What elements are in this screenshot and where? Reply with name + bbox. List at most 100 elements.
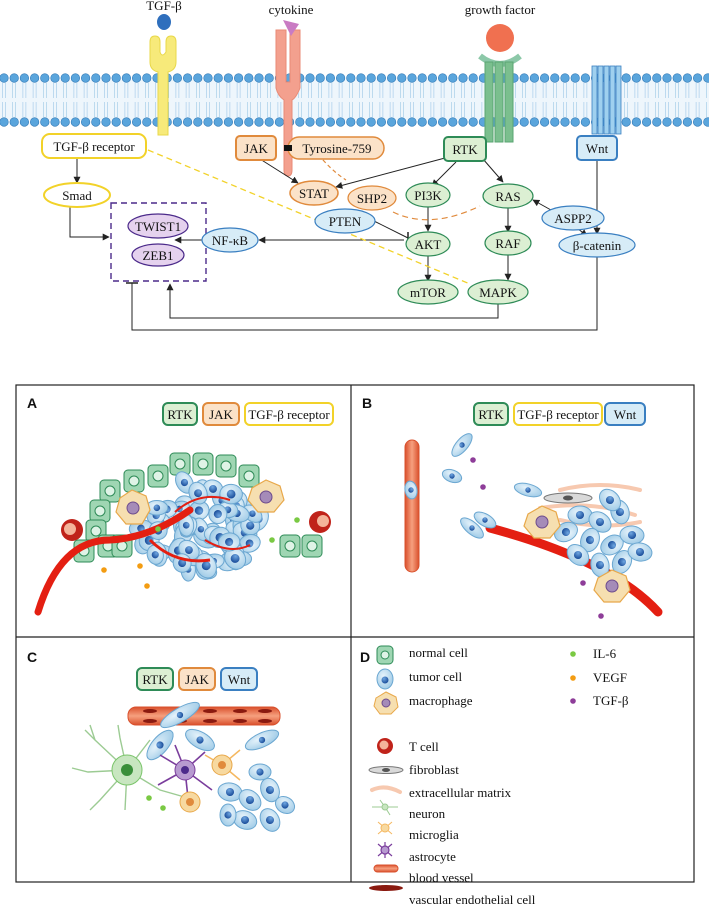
tumor-cell bbox=[460, 517, 484, 539]
legend-macrophage-icon bbox=[373, 691, 399, 715]
legend-factor-label: VEGF bbox=[593, 670, 627, 685]
tumor-cell bbox=[185, 728, 215, 752]
smad-label: Smad bbox=[62, 188, 92, 203]
normal-cell bbox=[215, 454, 237, 478]
tumor-cell bbox=[598, 488, 622, 512]
svg-text:TGF-β receptor: TGF-β receptor bbox=[248, 407, 330, 422]
normal-cell bbox=[301, 534, 323, 558]
tumor-cell bbox=[274, 795, 296, 815]
legend-tgfb-dot bbox=[570, 698, 576, 704]
migrating-tumor-cells-b bbox=[404, 433, 543, 539]
node-stat: STAT bbox=[289, 180, 339, 206]
blood-vessel-a bbox=[34, 506, 194, 616]
blood-vessel-branch-a3 bbox=[204, 539, 251, 550]
tumor-cell bbox=[451, 433, 473, 457]
tumor-cell bbox=[219, 803, 237, 827]
tumor-cell bbox=[611, 550, 633, 574]
tumor-cell bbox=[260, 777, 280, 803]
panel-b-tag-wnt: Wnt bbox=[604, 402, 646, 426]
tgfb-ligand-icon bbox=[157, 14, 171, 30]
pi3k-label: PI3K bbox=[414, 188, 442, 203]
tumor-cell bbox=[473, 511, 497, 529]
panel-b: B RTK TGF-β receptor Wnt bbox=[362, 395, 663, 619]
legend-normal-cell-icon bbox=[376, 645, 394, 665]
aspp2-label: ASPP2 bbox=[554, 211, 592, 226]
pten-label: PTEN bbox=[329, 214, 362, 229]
tumor-cell bbox=[224, 547, 247, 570]
tgfb-receptor-shape bbox=[149, 14, 177, 136]
tumor-cell bbox=[619, 525, 645, 545]
node-mtor: mTOR bbox=[397, 279, 459, 305]
tumor-cell bbox=[146, 729, 174, 761]
svg-text:RTK: RTK bbox=[478, 407, 504, 422]
tumor-cell bbox=[178, 513, 195, 537]
svg-text:JAK: JAK bbox=[209, 407, 233, 422]
tumor-cell bbox=[590, 552, 610, 578]
blood-vessel-b bbox=[404, 439, 420, 573]
akt-label: AKT bbox=[415, 237, 442, 252]
growth-factor-ligand-icon bbox=[486, 24, 514, 52]
node-wnt: Wnt bbox=[576, 135, 618, 161]
node-raf: RAF bbox=[484, 230, 532, 256]
tyrosine-label: Tyrosine-759 bbox=[302, 141, 371, 156]
legend-blood-vessel-icon bbox=[373, 864, 399, 873]
panel-a-tag-rtk: RTK bbox=[162, 402, 198, 426]
tumor-mass-a bbox=[128, 471, 269, 582]
bcatenin-label: β-catenin bbox=[573, 238, 622, 253]
wnt-label: Wnt bbox=[586, 141, 609, 156]
nfkb-label: NF-κB bbox=[212, 233, 248, 248]
panel-d-letter: D bbox=[360, 649, 370, 665]
zeb1-label: ZEB1 bbox=[142, 248, 173, 263]
tcell-a2 bbox=[309, 511, 331, 533]
node-aspp2: ASPP2 bbox=[541, 205, 605, 231]
normal-cell bbox=[89, 499, 111, 523]
factor-dots-c bbox=[146, 795, 166, 811]
legend-vegf-dot bbox=[570, 675, 576, 681]
wnt-receptor-shape bbox=[591, 65, 622, 135]
blood-vessel-branch-a bbox=[148, 538, 211, 563]
svg-text:Wnt: Wnt bbox=[614, 407, 637, 422]
legend-endothelial-icon bbox=[369, 885, 403, 891]
tumor-cell bbox=[248, 763, 272, 781]
factor-dots-a bbox=[101, 517, 300, 589]
fibroblast-b bbox=[543, 492, 593, 504]
dashed-links bbox=[147, 148, 481, 285]
tumor-cell bbox=[244, 729, 280, 751]
node-zeb1: ZEB1 bbox=[131, 243, 185, 267]
tcell-a1 bbox=[61, 519, 83, 541]
blood-vessel-branch-a2 bbox=[174, 496, 231, 513]
panel-c-tag-wnt: Wnt bbox=[220, 667, 258, 691]
panel-a: A RTK JAK TGF-β receptor bbox=[27, 395, 334, 616]
tumor-cell bbox=[580, 527, 600, 553]
legend-cell-label: fibroblast bbox=[409, 762, 459, 777]
cytokine-receptor-shape bbox=[275, 20, 301, 177]
legend-ecm-icon bbox=[370, 785, 402, 794]
panel-b-tag-rtk: RTK bbox=[473, 402, 509, 426]
tumor-cell bbox=[600, 534, 624, 556]
panel-c-letter: C bbox=[27, 649, 37, 665]
ras-label: RAS bbox=[495, 189, 520, 204]
tumor-cell bbox=[238, 789, 262, 811]
node-rtk: RTK bbox=[443, 136, 487, 162]
svg-text:RTK: RTK bbox=[142, 672, 168, 687]
tumor-cluster-b bbox=[554, 488, 653, 578]
legend-cell-label: microglia bbox=[409, 827, 459, 842]
normal-cell bbox=[279, 534, 301, 558]
cytokine-ligand-icon bbox=[283, 20, 299, 36]
node-jak: JAK bbox=[235, 135, 277, 161]
legend-factor-label: IL-6 bbox=[593, 646, 617, 661]
node-tyrosine: Tyrosine-759 bbox=[284, 136, 385, 160]
macrophage-b2 bbox=[593, 569, 631, 603]
node-shp2: SHP2 bbox=[347, 185, 397, 211]
tgfb-receptor-label: TGF-β receptor bbox=[53, 139, 135, 154]
cytokine-ligand-label: cytokine bbox=[269, 2, 314, 17]
tumor-cell bbox=[160, 701, 200, 729]
legend-cell-label: macrophage bbox=[409, 693, 473, 708]
legend-cell-label: neuron bbox=[409, 806, 446, 821]
legend-tumor-cell-icon bbox=[376, 668, 394, 690]
svg-text:TGF-β receptor: TGF-β receptor bbox=[517, 407, 599, 422]
tumor-cell bbox=[259, 808, 281, 832]
